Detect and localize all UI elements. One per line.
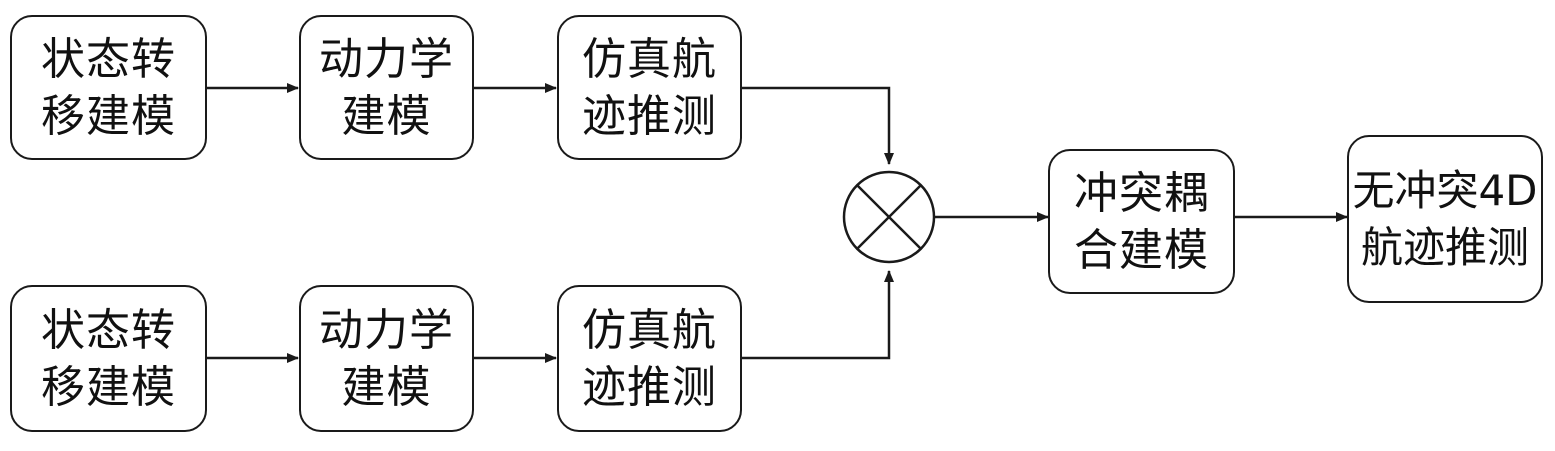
bottom-state-transition-box: 状态转 移建模 (10, 285, 207, 432)
output-4d-trajectory-label: 无冲突4D 航迹推测 (1349, 162, 1541, 276)
top-sim-trajectory-label: 仿真航 迹推测 (559, 31, 740, 145)
top-dynamics-box: 动力学 建模 (299, 15, 474, 160)
bottom-dynamics-label: 动力学 建模 (301, 302, 472, 416)
bottom-state-transition-label: 状态转 移建模 (12, 302, 205, 416)
bottom-dynamics-box: 动力学 建模 (299, 285, 474, 432)
bottom-sim-trajectory-box: 仿真航 迹推测 (557, 285, 742, 432)
top-state-transition-box: 状态转 移建模 (10, 15, 207, 160)
output-4d-trajectory-box: 无冲突4D 航迹推测 (1347, 135, 1543, 303)
top-dynamics-label: 动力学 建模 (301, 31, 472, 145)
top-sim-trajectory-box: 仿真航 迹推测 (557, 15, 742, 160)
bottom-sim-trajectory-label: 仿真航 迹推测 (559, 302, 740, 416)
combiner-icon (844, 172, 934, 262)
arrow-top-sim-to-combiner (742, 88, 889, 164)
top-state-transition-label: 状态转 移建模 (12, 31, 205, 145)
conflict-coupling-label: 冲突耦 合建模 (1050, 165, 1233, 279)
arrow-bottom-sim-to-combiner (742, 271, 889, 358)
conflict-coupling-box: 冲突耦 合建模 (1048, 149, 1235, 294)
